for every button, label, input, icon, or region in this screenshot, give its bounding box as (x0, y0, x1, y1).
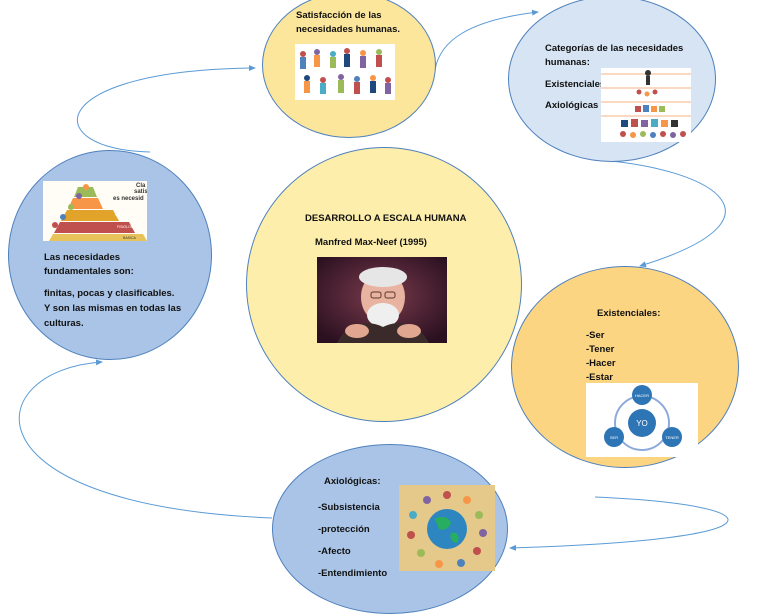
concept-map: Satisfacción de las necesidades humanas.… (8, 0, 739, 614)
center-author: Manfred Max-Neef (1995) (315, 237, 427, 248)
ser-label: SER (610, 435, 618, 440)
existenciales-list: -Ser -Tener -Hacer -Estar (586, 329, 616, 385)
pyramid-label-1: SEGURIDAD (115, 213, 136, 217)
categorias-title: Categorías de las necesidades humanas: (545, 43, 684, 68)
arrow-satisfaccion-to-categorias (434, 9, 539, 71)
list-item: -Afecto (318, 546, 351, 557)
arrow-existenciales-to-axiologicas (509, 496, 729, 551)
arrow-axiologicas-to-fundamentales (18, 359, 273, 519)
connector-arrows (18, 9, 729, 551)
pyramid-fragment-1: Cla (136, 183, 146, 189)
list-item: -Subsistencia (318, 502, 380, 513)
people-activities-illustration (295, 44, 395, 100)
pyramid-label-2: FISIOLOGICA (117, 225, 140, 229)
satisfaccion-title: Satisfacción de las necesidades humanas. (296, 10, 401, 35)
pyramid-fragment-2: satis (134, 189, 147, 195)
list-item: -Hacer (586, 358, 616, 369)
arrow-categorias-to-existenciales (599, 159, 726, 268)
list-item: -Tener (586, 344, 615, 355)
yo-cycle-diagram: YO HACER SER TENER (586, 383, 698, 457)
pyramid-label-3: BASICA (123, 236, 137, 240)
axiologicas-title: Axiológicas: (324, 476, 381, 487)
existenciales-title: Existenciales: (597, 308, 661, 319)
fundamentales-heading: Las necesidades fundamentales son: (44, 252, 134, 277)
author-portrait-photo (317, 257, 447, 343)
fundamentales-description: finitas, pocas y clasificables. Y son la… (44, 288, 182, 329)
pyramid-fragment-3: es necesid (113, 196, 144, 202)
list-item: -Entendimiento (318, 568, 388, 579)
axiologicas-list: -Subsistencia -protección -Afecto -Enten… (318, 497, 387, 585)
needs-pyramid-illustration (601, 68, 691, 142)
list-item: -protección (318, 524, 370, 535)
categorias-item-existenciales: Existenciales (545, 79, 606, 90)
tener-label: TENER (665, 435, 679, 440)
hacer-label: HACER (635, 393, 649, 398)
list-item: -Ser (586, 330, 605, 341)
children-around-globe-illustration (399, 485, 495, 571)
arrow-fundamentales-to-satisfaccion (76, 65, 256, 153)
categorias-item-axiologicas: Axiológicas (545, 100, 599, 111)
yo-label: YO (636, 419, 648, 428)
list-item: -Estar (586, 372, 613, 383)
pyramid-illustration: Cla satis es necesid SEGURIDAD FISIOLOGI… (43, 181, 147, 241)
center-title: DESARROLLO A ESCALA HUMANA (305, 213, 467, 224)
